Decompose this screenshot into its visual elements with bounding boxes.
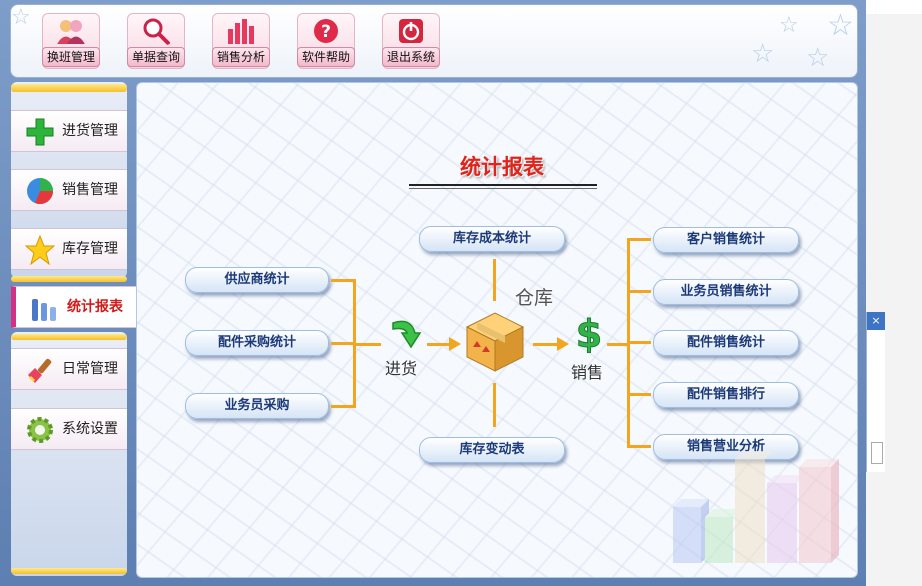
document-query-label: 单据查询 xyxy=(127,47,185,67)
connector-line xyxy=(493,383,496,427)
gear-icon xyxy=(27,417,53,443)
sidebar-item-label: 统计报表 xyxy=(67,299,123,315)
connector-line xyxy=(331,405,355,408)
sidebar-cap xyxy=(11,276,127,282)
plus-icon xyxy=(26,118,54,146)
sidebar-item-purchase[interactable]: 进货管理 xyxy=(11,110,127,152)
connector-line xyxy=(427,343,451,346)
connector-line xyxy=(627,290,651,293)
decorative-bars-icon xyxy=(673,451,839,563)
sales-analysis-label: 销售分析 xyxy=(212,47,270,67)
stock-change-report-button[interactable]: 库存变动表 xyxy=(419,437,565,463)
sales-analysis-button[interactable]: 销售分析 xyxy=(212,13,270,69)
title-underline xyxy=(409,188,597,189)
partial-field xyxy=(871,442,883,464)
supplier-statistics-button[interactable]: 供应商统计 xyxy=(185,267,329,293)
parts-sales-statistics-button[interactable]: 配件销售统计 xyxy=(653,330,799,356)
salesman-purchase-button[interactable]: 业务员采购 xyxy=(185,393,329,419)
sidebar-item-label: 日常管理 xyxy=(62,361,118,377)
connector-line xyxy=(331,279,355,282)
connector-line xyxy=(607,343,629,346)
star-decoration-icon: ☆ xyxy=(11,5,31,30)
pie-icon xyxy=(27,178,53,204)
sidebar-item-label: 系统设置 xyxy=(62,421,118,437)
arrow-right-icon xyxy=(449,337,461,351)
toolbar: ☆ ☆ ☆ ☆ ☆ 换班管理 单据查询 销售分 xyxy=(10,4,858,78)
connector-line xyxy=(627,238,651,241)
purchase-caption: 进货 xyxy=(385,359,418,378)
bar-chart-icon xyxy=(228,19,254,44)
sidebar-item-label: 销售管理 xyxy=(62,182,118,198)
title-underline xyxy=(409,184,597,186)
green-arrow-icon xyxy=(392,320,422,349)
magnifier-icon xyxy=(143,18,170,45)
svg-text:?: ? xyxy=(321,22,331,42)
sidebar-cap xyxy=(11,568,127,574)
sidebar-item-sales[interactable]: 销售管理 xyxy=(11,169,127,211)
sidebar-item-settings[interactable]: 系统设置 xyxy=(11,408,127,450)
salesman-sales-statistics-button[interactable]: 业务员销售统计 xyxy=(653,279,799,305)
warehouse-caption: 仓库 xyxy=(515,287,554,309)
software-help-label: 软件帮助 xyxy=(297,47,355,67)
sidebar-item-inventory[interactable]: 库存管理 xyxy=(11,228,127,270)
sidebar-cap xyxy=(11,334,127,340)
exit-system-button[interactable]: 退出系统 xyxy=(382,13,440,69)
connector-line xyxy=(533,343,559,346)
dollar-icon: $ xyxy=(575,313,602,353)
star-decoration-icon: ☆ xyxy=(806,43,830,73)
connector-line xyxy=(627,393,651,396)
app-window: ☆ ☆ ☆ ☆ ☆ 换班管理 单据查询 销售分 xyxy=(0,0,866,586)
bars-icon xyxy=(32,299,56,321)
sidebar-item-label: 进货管理 xyxy=(62,123,118,139)
arrow-right-icon xyxy=(557,337,569,351)
desktop-background: × xyxy=(866,0,922,586)
sidebar-item-daily[interactable]: 日常管理 xyxy=(11,348,127,390)
svg-text:$: $ xyxy=(576,313,602,353)
parts-sales-ranking-button[interactable]: 配件销售排行 xyxy=(653,382,799,408)
partial-dialog: × xyxy=(866,312,885,472)
connector-line xyxy=(493,259,496,301)
shift-management-button[interactable]: 换班管理 xyxy=(42,13,100,69)
document-query-button[interactable]: 单据查询 xyxy=(127,13,185,69)
connector-line xyxy=(331,342,355,345)
desktop-edge xyxy=(866,0,922,14)
sidebar-item-label: 库存管理 xyxy=(62,241,118,257)
star-decoration-icon: ☆ xyxy=(827,8,854,43)
customer-sales-statistics-button[interactable]: 客户销售统计 xyxy=(653,227,799,253)
power-icon xyxy=(399,19,423,43)
star-decoration-icon: ☆ xyxy=(751,39,775,69)
warehouse-box-icon xyxy=(465,312,525,372)
sales-business-analysis-button[interactable]: 销售营业分析 xyxy=(653,434,799,460)
stock-cost-statistics-button[interactable]: 库存成本统计 xyxy=(419,226,565,252)
connector-line xyxy=(353,343,381,346)
help-icon: ? xyxy=(314,19,338,43)
sidebar-cap xyxy=(11,84,127,92)
users-icon xyxy=(57,20,85,44)
software-help-button[interactable]: ? 软件帮助 xyxy=(297,13,355,69)
connector-line xyxy=(627,341,651,344)
sales-caption: 销售 xyxy=(571,363,604,382)
reports-panel: 统计报表 供应商统计 配件采购统计 业务员采购 进货 仓库 xyxy=(136,82,858,578)
star-decoration-icon: ☆ xyxy=(779,13,799,38)
brush-icon xyxy=(28,358,52,383)
sidebar-item-reports[interactable]: 统计报表 xyxy=(11,286,140,328)
connector-line xyxy=(627,445,651,448)
sidebar: 进货管理 销售管理 库存管理 统计报表 xyxy=(8,82,140,576)
star-icon xyxy=(25,235,55,265)
parts-purchase-statistics-button[interactable]: 配件采购统计 xyxy=(185,330,329,356)
exit-system-label: 退出系统 xyxy=(382,47,440,67)
shift-management-label: 换班管理 xyxy=(42,47,100,67)
close-icon[interactable]: × xyxy=(867,312,885,330)
page-title: 统计报表 xyxy=(460,155,544,179)
